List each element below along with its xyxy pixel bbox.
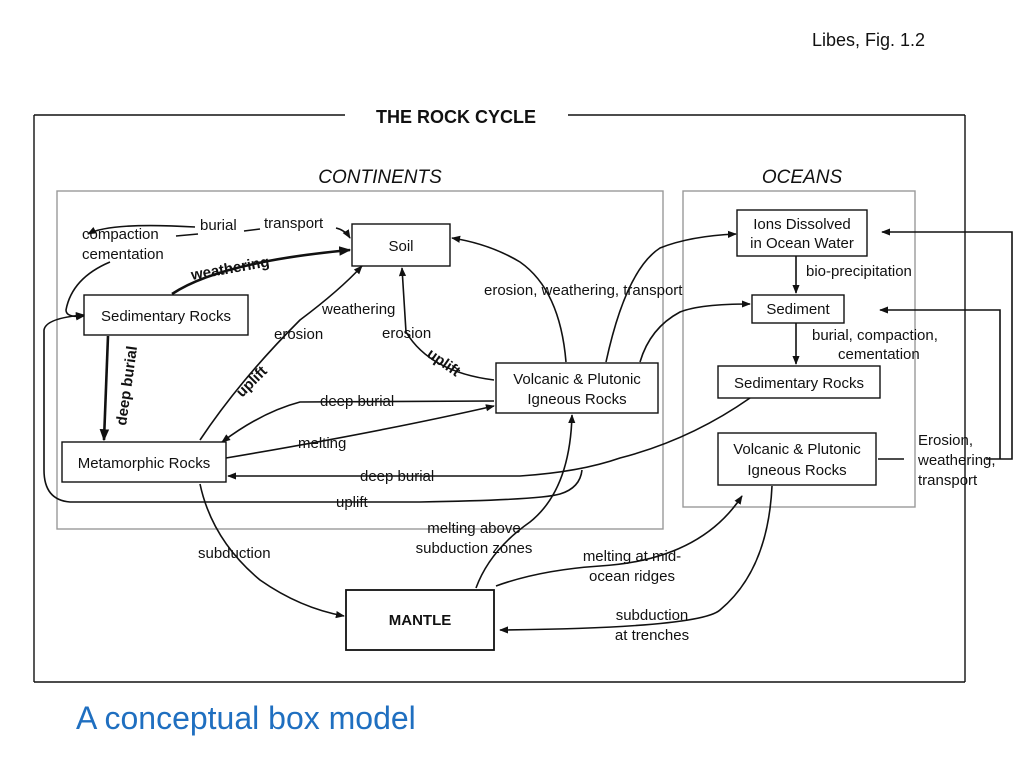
box-ions-dissolved-line1: Ions Dissolved [753, 216, 851, 233]
label-burial: burial [200, 217, 237, 234]
oceans-label: OCEANS [762, 167, 843, 188]
box-volcanic-oceans-line2: Igneous Rocks [747, 462, 846, 479]
label-weathering-bold: weathering [189, 253, 271, 284]
arrow-uplift-to-sedimentary [43, 312, 583, 503]
label-cementation-ocean: cementation [838, 346, 920, 363]
box-volcanic-continents-line2: Igneous Rocks [527, 391, 626, 408]
box-metamorphic: Metamorphic Rocks [61, 441, 227, 483]
arrow-deep-burial-ocean-to-meta [227, 397, 751, 480]
box-mantle: MANTLE [345, 589, 495, 651]
arrow-subduction-meta-to-mantle [199, 483, 345, 619]
arrow-erosion-to-sediment [879, 306, 1001, 459]
box-soil-label: Soil [388, 238, 413, 255]
figure-source-label: Libes, Fig. 1.2 [812, 30, 926, 50]
oceans-region [682, 190, 916, 508]
label-deep-burial-vertical: deep burial [113, 345, 141, 427]
label-erosion-left: erosion [274, 326, 323, 343]
arrow-volcanic-to-ions [605, 230, 737, 363]
label-subduction: subduction [198, 545, 271, 562]
label-erosion-ocean-3: transport [918, 472, 978, 489]
box-sedimentary-continents-label: Sedimentary Rocks [101, 308, 231, 325]
box-sediment: Sediment [751, 294, 845, 324]
label-melting-mid-2: ocean ridges [589, 568, 675, 585]
continents-region [56, 190, 664, 530]
box-sedimentary-oceans-label: Sedimentary Rocks [734, 375, 864, 392]
continents-label: CONTINENTS [318, 167, 442, 188]
arrow-mantle-to-volcanic [475, 414, 576, 589]
caption: A conceptual box model [76, 700, 416, 736]
arrow-volcanic-to-soil [398, 267, 495, 381]
label-bio-precipitation: bio-precipitation [806, 263, 912, 280]
label-melting: melting [298, 435, 346, 452]
label-melting-above-2: subduction zones [416, 540, 533, 557]
arrow-subduction-trenches [499, 485, 773, 634]
arrow-melting-meta-to-volcanic [225, 404, 495, 459]
label-erosion-right: erosion [382, 325, 431, 342]
box-ions-dissolved: Ions Dissolved in Ocean Water [736, 209, 868, 257]
arrow-deep-burial-to-meta [221, 400, 495, 443]
arrow-to-compaction [87, 224, 196, 235]
arrow-erosion-to-ions [878, 232, 1013, 460]
arrow-weathering-sed-to-soil [171, 246, 352, 296]
box-sediment-label: Sediment [766, 301, 830, 318]
arrow-meta-to-soil [199, 265, 363, 441]
label-weathering: weathering [321, 301, 395, 318]
label-compaction: compaction [82, 226, 159, 243]
diagram-title: THE ROCK CYCLE [376, 107, 536, 127]
box-volcanic-continents: Volcanic & Plutonic Igneous Rocks [495, 362, 659, 414]
label-melting-mid-1: melting at mid- [583, 548, 681, 565]
label-transport: transport [264, 215, 324, 232]
label-erosion-ocean-1: Erosion, [918, 432, 973, 449]
outer-frame [33, 114, 966, 683]
arrow-volcanic-to-sediment [639, 300, 751, 363]
label-cementation: cementation [82, 246, 164, 263]
label-subduction-trenches-2: at trenches [615, 627, 689, 644]
label-deep-burial-1: deep burial [320, 393, 394, 410]
label-melting-above-1: melting above [427, 520, 520, 537]
box-volcanic-oceans: Volcanic & Plutonic Igneous Rocks [717, 432, 877, 486]
box-volcanic-oceans-line1: Volcanic & Plutonic [733, 441, 861, 458]
box-volcanic-continents-line1: Volcanic & Plutonic [513, 371, 641, 388]
arrow-mantle-to-volcanic-ocean [495, 495, 743, 587]
label-erosion-ocean-2: weathering, [917, 452, 996, 469]
label-subduction-trenches-1: subduction [616, 607, 689, 624]
label-uplift-bottom: uplift [336, 494, 369, 511]
box-ions-dissolved-line2: in Ocean Water [750, 235, 854, 252]
box-sedimentary-oceans: Sedimentary Rocks [717, 365, 881, 399]
label-erosion-weathering-transport: erosion, weathering, transport [484, 282, 683, 299]
label-burial-compaction: burial, compaction, [812, 327, 938, 344]
box-soil: Soil [351, 223, 451, 267]
box-mantle-label: MANTLE [389, 612, 452, 629]
arrow-deep-burial-sed-to-meta [99, 335, 110, 442]
label-uplift-left: uplift [233, 363, 271, 401]
label-uplift-right: uplift [424, 345, 464, 380]
arrow-burial-transport-to-soil [175, 227, 350, 238]
box-sedimentary-continents: Sedimentary Rocks [83, 294, 249, 336]
box-metamorphic-label: Metamorphic Rocks [78, 455, 211, 472]
arrow-volcanic-to-soil-top [451, 235, 567, 363]
label-deep-burial-2: deep burial [360, 468, 434, 485]
